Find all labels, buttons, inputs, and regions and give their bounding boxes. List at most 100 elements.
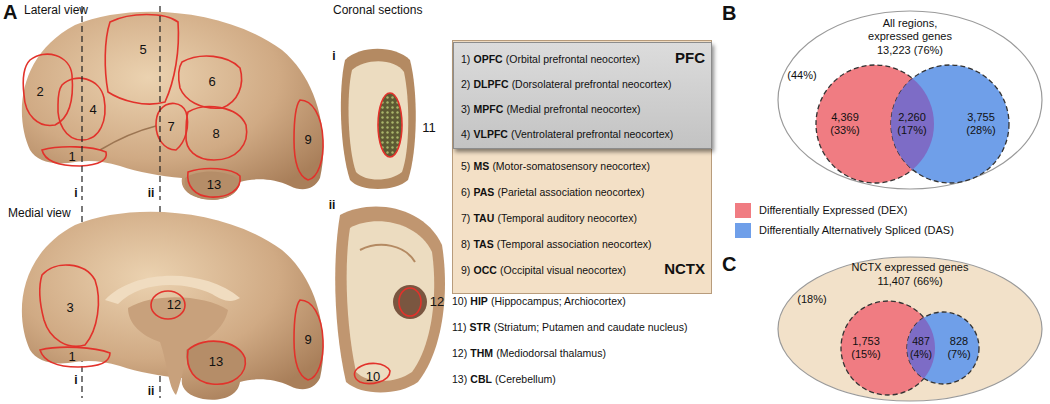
panel-letter: A (3, 0, 17, 24)
subgroup-box: PFC 1)OPFC(Orbital prefrontal neocortex) 2… (453, 42, 712, 149)
text-holder: Differentially Expressed (DEX) (759, 203, 907, 218)
set-heading: All regions, expressed genes (860, 17, 960, 43)
item-number: 1) (461, 53, 470, 65)
item-number: 11) (452, 321, 466, 333)
text-holder: 12 (430, 294, 444, 310)
callout-number: 13 (209, 354, 223, 370)
set-count: 828 (7%) (945, 335, 973, 361)
region-name: (Mediodorsal thalamus) (496, 347, 606, 359)
annotation: (18%) (797, 293, 826, 306)
text-holder: 2 (36, 84, 43, 100)
text-holder: 11,407 (66%) (877, 275, 942, 288)
callout-number: 5 (139, 42, 146, 58)
text-holder: 3 (66, 300, 73, 316)
region-name: (Temporal association neocortex) (497, 238, 652, 250)
callout-number: 11 (422, 120, 436, 136)
region-name: (Motor-somatosensory neocortex) (492, 160, 650, 172)
legend-text: Differentially Expressed (DEX) (759, 203, 907, 218)
callout-number: 9 (304, 332, 311, 348)
list-row: 13)CBL(Cerebellum) (452, 372, 556, 386)
annotation: 2,260 (17%) (893, 111, 931, 137)
text-holder: 2,260 (17%) (893, 111, 931, 137)
region-abbreviation: MPFC (473, 103, 503, 115)
callout-number: 3 (66, 300, 73, 316)
item-number: 13) (452, 373, 467, 385)
region-abbreviation: CBL (470, 373, 492, 385)
text-holder: 4 (89, 102, 96, 118)
text-holder: 9 (304, 132, 311, 148)
list-row: 10)HIP(Hippocampus; Archiocortex) (452, 294, 626, 308)
region-name: (Striatum; Putamen and caudate nucleus) (494, 321, 688, 333)
text-holder: All regions, expressed genes (860, 17, 960, 43)
region-abbreviation: THM (470, 347, 493, 359)
text-holder: 13,223 (76%) (877, 44, 943, 57)
text-holder: ii (148, 384, 155, 398)
region-name: (Hippocampus; Archiocortex) (491, 295, 626, 307)
callout-number: 4 (89, 102, 96, 118)
callout-number: 6 (208, 74, 215, 90)
text-holder: 7 (167, 119, 174, 135)
text-holder: (44%) (787, 69, 816, 82)
region-abbreviation: OCC (473, 264, 496, 276)
text-holder: i (332, 49, 335, 63)
item-number: 4) (461, 128, 470, 140)
callout-number: 12 (430, 294, 444, 310)
callout-number: 8 (212, 126, 219, 142)
region-name: (Cerebellum) (495, 373, 556, 385)
item-number: 8) (461, 238, 470, 250)
list-row: 1)OPFC(Orbital prefrontal neocortex) (461, 52, 640, 66)
group-heading: PFC (675, 49, 705, 67)
annotation: ii (148, 186, 155, 200)
callout-number: 1 (68, 149, 75, 165)
text-holder: Medial view (8, 206, 71, 220)
annotation: 487 (4%) (906, 335, 936, 361)
coronal-sections (335, 49, 445, 393)
text-holder: Lateral view (24, 3, 88, 17)
set-count: 13,223 (76%) (877, 44, 943, 57)
text-holder: B (722, 1, 736, 25)
legend-text: Differentially Alternatively Spliced (DA… (759, 223, 954, 238)
venn-ellipse: All regions, expressed genes13,223 (76%)… (777, 10, 1043, 190)
set-count: 1,753 (15%) (848, 335, 884, 361)
region-abbreviation: STR (470, 321, 491, 333)
view-title: Medial view (8, 206, 71, 220)
list-row: 2)DLPFC(Dorsolateral prefrontal neocorte… (461, 77, 672, 91)
panel-letter: C (722, 252, 736, 276)
callout-number: 9 (304, 132, 311, 148)
region-abbreviation: MS (473, 160, 489, 172)
text-holder: NCTX expressed genes (852, 261, 969, 274)
text-holder: 1 (68, 349, 75, 365)
region-abbreviation: HIP (470, 295, 488, 307)
text-holder: 11 (422, 120, 436, 136)
set-count: 11,407 (66%) (877, 275, 942, 288)
item-number: 9) (461, 264, 470, 276)
region-name: (Temporal auditory neocortex) (497, 212, 636, 224)
medial-brain (22, 212, 324, 400)
callout-number: 2 (36, 84, 43, 100)
region-abbreviation: TAU (473, 212, 494, 224)
region-name: (Occipital visual neocortex) (500, 264, 626, 276)
region-abbreviation: TAS (473, 238, 493, 250)
legend-swatch (735, 223, 751, 238)
callout-number: 1 (68, 349, 75, 365)
text-holder: 3,755 (28%) (962, 111, 1000, 137)
text-holder: NCTX (664, 260, 705, 278)
callout-number: 7 (167, 119, 174, 135)
text-holder: 9 (304, 332, 311, 348)
set-heading: NCTX expressed genes (852, 261, 969, 274)
view-title: Lateral view (24, 3, 88, 17)
text-holder: (18%) (797, 293, 826, 306)
set-count: 4,369 (33%) (826, 111, 864, 137)
annotation: (44%) (787, 69, 816, 82)
text-holder: ii (329, 198, 336, 212)
text-holder: Coronal sections (333, 3, 422, 17)
text-holder: 12 (167, 297, 181, 313)
text-holder: ii (148, 186, 155, 200)
text-holder: i (74, 373, 77, 387)
item-number: 10) (452, 295, 467, 307)
text-holder: 4,369 (33%) (826, 111, 864, 137)
set-count: 3,755 (28%) (962, 111, 1000, 137)
text-holder: A (3, 0, 17, 24)
region-name: (Medial prefrontal neocortex) (506, 103, 640, 115)
